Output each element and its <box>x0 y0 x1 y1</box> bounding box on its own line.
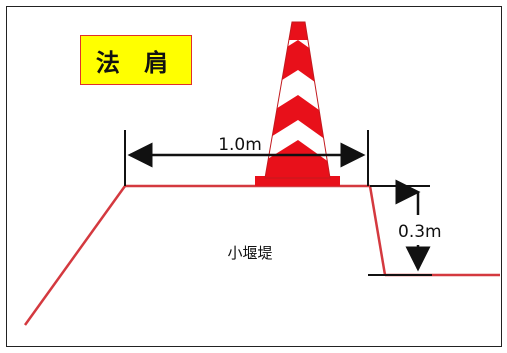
height-label: 0.3m <box>398 222 442 242</box>
embankment-label: 小堰堤 <box>227 244 272 262</box>
traffic-cone-icon <box>255 21 340 186</box>
width-label: 1.0m <box>218 135 262 155</box>
height-dimension <box>368 179 432 276</box>
width-dimension <box>124 130 369 186</box>
title-badge: 法 肩 <box>80 35 192 85</box>
